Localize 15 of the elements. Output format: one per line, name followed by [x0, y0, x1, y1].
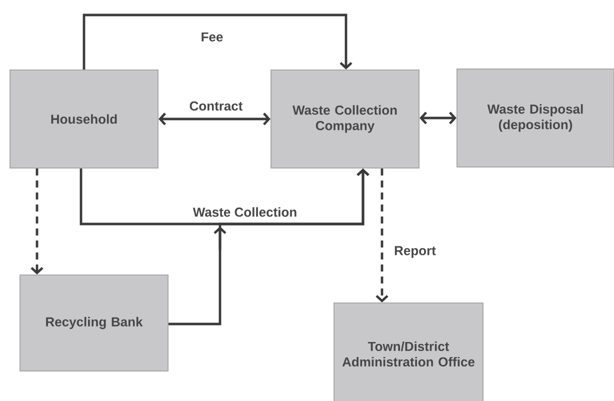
arrow	[168, 168, 370, 326]
edge-label: Fee	[200, 31, 224, 43]
arrow	[420, 112, 456, 124]
process-box: Waste Collection Company	[270, 70, 420, 168]
edge-label: Waste Collection	[192, 206, 298, 218]
edge-label: Contract	[188, 100, 244, 112]
arrow	[158, 112, 270, 126]
arrow	[30, 168, 44, 274]
process-box: Household	[10, 70, 158, 168]
process-box: Town/District Administration Office	[334, 302, 484, 401]
process-box: Waste Disposal (deposition)	[456, 68, 614, 168]
arrow	[376, 168, 388, 302]
process-box: Recycling Bank	[20, 274, 168, 372]
edge-label: Report	[393, 245, 437, 259]
arrow	[82, 14, 352, 70]
